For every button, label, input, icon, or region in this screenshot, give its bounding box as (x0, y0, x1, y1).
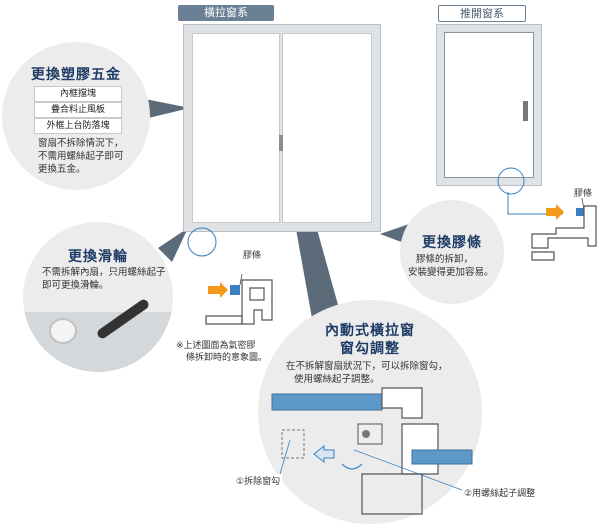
rotate-arrow-icon (341, 463, 363, 470)
wheel-desc: 不需拆解內扇，只用螺絲起子 即可更換滑輪。 (42, 266, 172, 292)
casement-sash (444, 32, 534, 178)
sliding-sash-right (282, 33, 372, 223)
hook-desc-line-1: 在不拆解窗扇狀況下，可以拆除窗勾， (286, 361, 448, 372)
gasket-callout-line (507, 192, 563, 215)
removal-arrow-icon (313, 444, 335, 464)
hardware-desc-line-2: 不需用螺絲起子即可 (38, 151, 124, 162)
hardware-desc-line-3: 更換五金。 (38, 164, 86, 175)
gasket-title: 更換膠條 (422, 235, 482, 251)
hook-title: 內動式橫拉窗 窗勾調整 (300, 322, 440, 358)
bubble-hook (258, 300, 482, 524)
hook-desc: 在不拆解窗扇狀況下，可以拆除窗勾， 使用螺絲起子調整。 (286, 360, 466, 386)
sliding-window-tag: 橫拉窗系 (178, 5, 274, 21)
hardware-item-3: 外框上台防落塊 (34, 118, 122, 134)
bubble-gasket (400, 200, 504, 304)
bubble-wheel (23, 222, 173, 372)
left-profile-drawing (205, 273, 273, 325)
hook-desc-line-2: 使用螺絲起子調整。 (294, 374, 380, 385)
wheel-callout-circle (187, 227, 217, 257)
step-1-label: ①拆除窗勾 (234, 474, 283, 487)
removed-hook-ghost (281, 429, 305, 459)
sliding-window-frame (183, 24, 381, 232)
hook-title-line-1: 內動式橫拉窗 (325, 323, 415, 339)
casement-handle-icon (523, 101, 528, 121)
gasket-desc: 膠條的拆卸， 安裝變得更加容易。 (408, 253, 500, 279)
connector-wedge-wheel (158, 228, 188, 262)
step-2-label: ②用螺絲起子調整 (462, 486, 538, 499)
gasket-label-right: 膠條 (574, 189, 593, 199)
gasket-piece-right (576, 208, 584, 216)
gasket-arrow-right (546, 204, 564, 220)
gasket-desc-line-1: 膠條的拆卸， (416, 254, 474, 265)
hook-section-drawing (271, 387, 473, 515)
note-line-1: ※上述圖面為氣密膠 (176, 341, 256, 351)
hardware-item-1: 內框擋塊 (34, 86, 122, 102)
connector-wedge-hardware (140, 98, 190, 120)
hook-title-line-2: 窗勾調整 (340, 341, 400, 357)
note: ※上述圖面為氣密膠 條拆卸時的意象圖。 (176, 340, 286, 364)
hardware-desc-line-1: 窗扇不拆除情況下， (38, 138, 124, 149)
glass-pane-lower (411, 449, 473, 465)
gasket-callout-circle (497, 167, 525, 195)
casement-window-tag: 推開窗系 (438, 5, 526, 22)
hardware-title: 更換塑膠五金 (31, 67, 121, 83)
casement-window-frame (436, 24, 542, 186)
wheel-title: 更換滑輪 (68, 249, 128, 265)
gasket-desc-line-2: 安裝變得更加容易。 (408, 267, 494, 278)
wheel-desc-line-1: 不需拆解內扇，只用螺絲起子 (42, 267, 166, 278)
wheel-desc-line-2: 即可更換滑輪。 (42, 280, 109, 291)
gasket-arrow-left (208, 282, 228, 298)
note-line-2: 條拆卸時的意象圖。 (186, 353, 268, 363)
sash-latch-icon (279, 135, 283, 151)
wheel-icon (49, 318, 77, 344)
wheel-photo (23, 312, 173, 372)
gasket-label-left: 膠條 (243, 251, 262, 261)
hardware-item-2: 疊合料止風板 (34, 102, 122, 118)
hardware-desc: 窗扇不拆除情況下， 不需用螺絲起子即可 更換五金。 (38, 137, 138, 176)
step-leader-lines (279, 439, 463, 491)
gasket-piece-left (230, 285, 240, 295)
glass-pane (271, 393, 383, 411)
screw-icon (362, 430, 370, 438)
right-profile-drawing (531, 197, 597, 261)
sliding-sash-left (192, 33, 280, 223)
